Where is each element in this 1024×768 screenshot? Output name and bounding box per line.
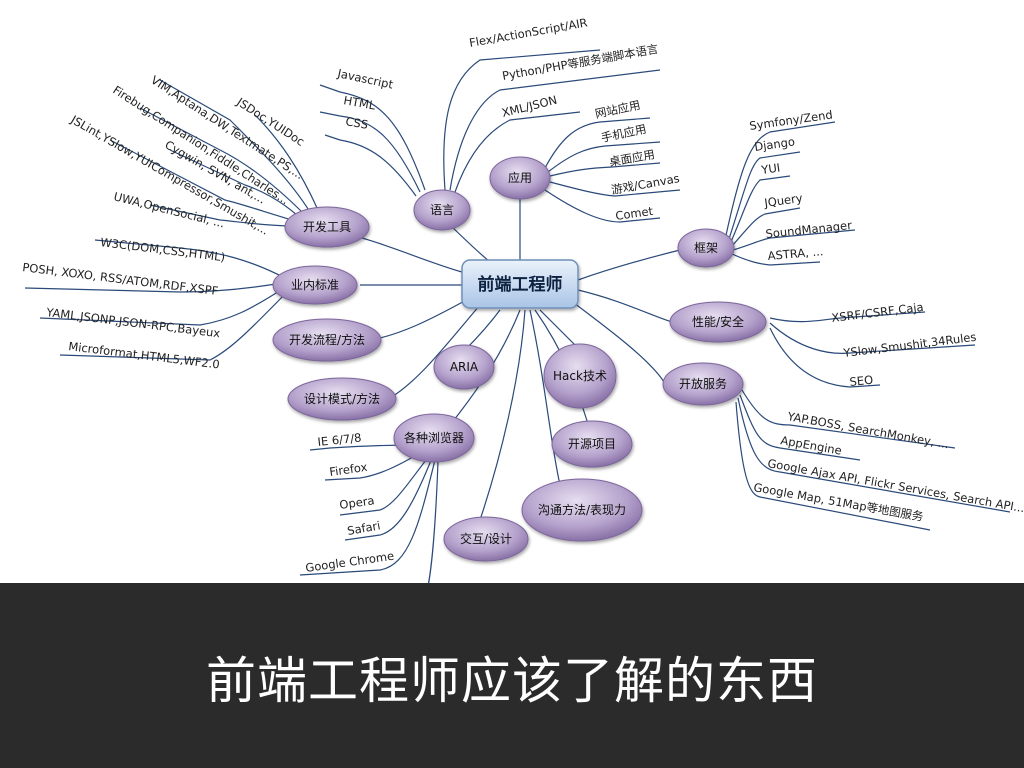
leaf-css: CSS: [344, 114, 369, 132]
leaf-yaml: YAML,JSONP,JSON-RPC,Bayeux: [45, 305, 222, 340]
node-standards: 业内标准: [272, 265, 358, 305]
node-frameworks-label: 框架: [694, 241, 718, 255]
node-design-patterns: 设计模式/方法: [287, 377, 397, 421]
node-dev-process: 开发流程/方法: [272, 318, 382, 362]
center-label: 前端工程师: [478, 274, 563, 295]
node-dev-process-label: 开发流程/方法: [289, 332, 365, 347]
node-open-services: 开放服务: [662, 362, 744, 406]
node-hack: Hack技术: [543, 343, 617, 409]
leaf-soundmanager: SoundManager: [765, 218, 853, 241]
node-interaction-design-label: 交互/设计: [460, 531, 512, 546]
node-application-label: 应用: [508, 170, 532, 185]
node-interaction-design: 交互/设计: [443, 516, 529, 562]
mind-map: 前端工程师 语言 应用 开发工具 业内标准 开发流程/方法 设计模式/方法: [22, 15, 1024, 583]
caption-bar: 前端工程师应该了解的东西: [0, 583, 1024, 768]
leaf-mobile-app: 手机应用: [600, 122, 648, 145]
leaf-microformat: Microformat,HTML5,WF2.0: [68, 339, 221, 371]
leaf-django: Django: [753, 134, 795, 154]
node-hack-label: Hack技术: [553, 369, 607, 383]
node-open-source-label: 开源项目: [568, 437, 616, 451]
node-browsers-label: 各种浏览器: [404, 430, 464, 445]
leaf-astra: ASTRA, ...: [767, 244, 824, 263]
connector-lines: [24, 49, 1011, 583]
leaf-w3c: W3C(DOM,CSS,HTML): [100, 235, 226, 264]
node-browsers: 各种浏览器: [393, 413, 475, 463]
center-node: 前端工程师: [461, 259, 579, 309]
node-devtools-label: 开发工具: [303, 219, 351, 234]
node-language: 语言: [413, 189, 471, 231]
leaf-firefox: Firefox: [328, 460, 368, 479]
node-performance-security-label: 性能/安全: [692, 314, 744, 329]
leaf-yui: YUI: [759, 160, 781, 177]
node-communication: 沟通方法/表现力: [521, 478, 643, 542]
node-design-patterns-label: 设计模式/方法: [304, 391, 380, 406]
node-performance-security: 性能/安全: [669, 301, 767, 343]
node-communication-label: 沟通方法/表现力: [538, 502, 626, 517]
node-frameworks: 框架: [677, 228, 735, 268]
leaf-comet: Comet: [614, 204, 654, 223]
node-open-source: 开源项目: [551, 420, 633, 468]
leaf-website-app: 网站应用: [594, 98, 642, 121]
leaf-posh: POSH, XOXO, RSS/ATOM,RDF,XSPF: [22, 260, 219, 298]
leaf-safari: Safari: [346, 518, 381, 538]
node-devtools: 开发工具: [284, 206, 370, 248]
leaf-opera: Opera: [338, 493, 375, 512]
leaf-ie: IE 6/7/8: [317, 430, 362, 449]
main-nodes: 语言 应用 开发工具 业内标准 开发流程/方法 设计模式/方法 ARIA Ha: [272, 156, 767, 562]
leaf-seo: SEO: [849, 373, 874, 389]
node-aria-label: ARIA: [450, 360, 479, 374]
node-open-services-label: 开放服务: [679, 376, 727, 391]
leaf-html: HTML: [342, 93, 377, 112]
leaf-flex: Flex/ActionScript/AIR: [468, 15, 588, 50]
leaf-javascript: Javascript: [335, 66, 394, 92]
node-aria: ARIA: [433, 344, 495, 390]
node-language-label: 语言: [430, 203, 454, 217]
caption-title: 前端工程师应该了解的东西: [206, 652, 818, 710]
leaf-xsrf: XSRF/CSRF,Caja: [831, 300, 925, 325]
leaf-jquery: JQuery: [762, 191, 803, 210]
leaf-python-php: Python/PHP等服务端脚本语言: [501, 42, 659, 83]
leaf-appengine: AppEngine: [779, 433, 842, 458]
node-application: 应用: [489, 156, 551, 200]
node-standards-label: 业内标准: [291, 278, 339, 292]
leaf-chrome: Google Chrome: [304, 549, 394, 575]
leaf-yslow: YSlow,Smushit,34Rules: [842, 330, 977, 360]
